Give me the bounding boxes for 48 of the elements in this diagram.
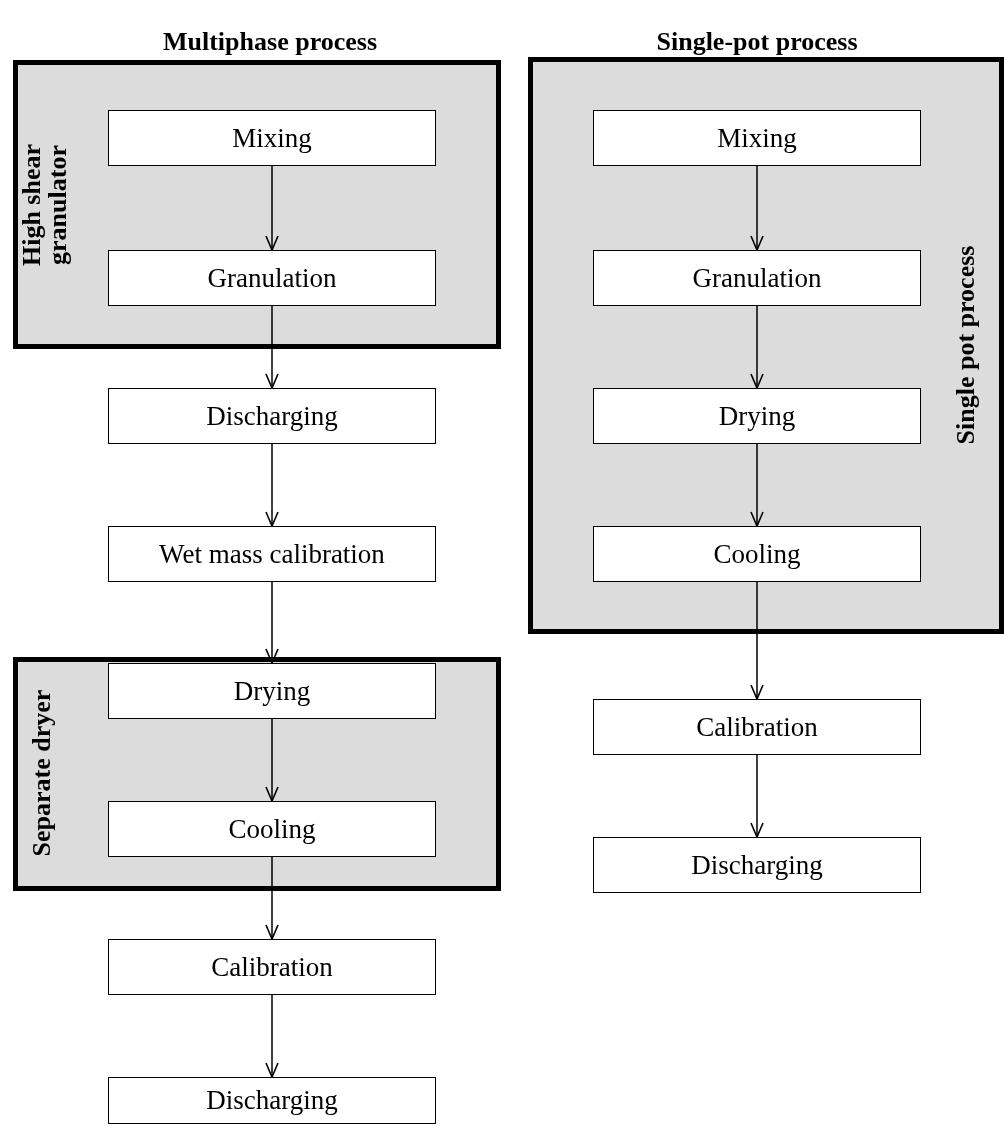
process-box <box>593 250 921 306</box>
step-label: Wet mass calibration <box>159 538 385 570</box>
process-box <box>593 526 921 582</box>
process-box <box>108 663 436 719</box>
process-box <box>593 110 921 166</box>
process-box <box>593 699 921 755</box>
process-box <box>108 1077 436 1124</box>
equipment-group-panel <box>528 57 1004 634</box>
step-label: Mixing <box>232 122 312 154</box>
arrow <box>750 443 764 527</box>
process-box <box>593 837 921 893</box>
group-label: Separate dryer <box>29 688 55 859</box>
arrow <box>265 994 279 1078</box>
step-label: Discharging <box>206 1085 338 1116</box>
step-label: Calibration <box>211 951 333 983</box>
arrow <box>750 165 764 251</box>
step-label: Mixing <box>717 122 797 154</box>
step-label: Discharging <box>206 400 338 432</box>
arrow <box>750 305 764 389</box>
arrow <box>265 165 279 251</box>
group-label: Single pot process <box>953 244 979 447</box>
process-box <box>593 388 921 444</box>
arrow <box>750 581 764 700</box>
column-title: Multiphase process <box>163 27 377 57</box>
step-label: Drying <box>718 400 796 432</box>
column-title: Single-pot process <box>656 27 858 57</box>
process-box <box>108 110 436 166</box>
step-label: Drying <box>233 675 311 707</box>
arrow <box>750 754 764 838</box>
step-label: Granulation <box>692 262 822 294</box>
step-label: Cooling <box>228 813 316 845</box>
step-label: Discharging <box>691 849 823 881</box>
process-box <box>108 801 436 857</box>
process-box <box>108 388 436 444</box>
arrow <box>265 718 279 802</box>
arrow <box>265 581 279 664</box>
equipment-group-panel <box>13 657 501 891</box>
arrow <box>265 305 279 389</box>
process-box <box>108 526 436 582</box>
step-label: Cooling <box>713 538 801 570</box>
arrow <box>265 443 279 527</box>
equipment-group-panel <box>13 60 501 349</box>
step-label: Calibration <box>696 711 818 743</box>
group-label: High shear granulator <box>19 142 71 269</box>
process-box <box>108 939 436 995</box>
process-box <box>108 250 436 306</box>
step-label: Granulation <box>207 262 337 294</box>
arrow <box>265 856 279 940</box>
